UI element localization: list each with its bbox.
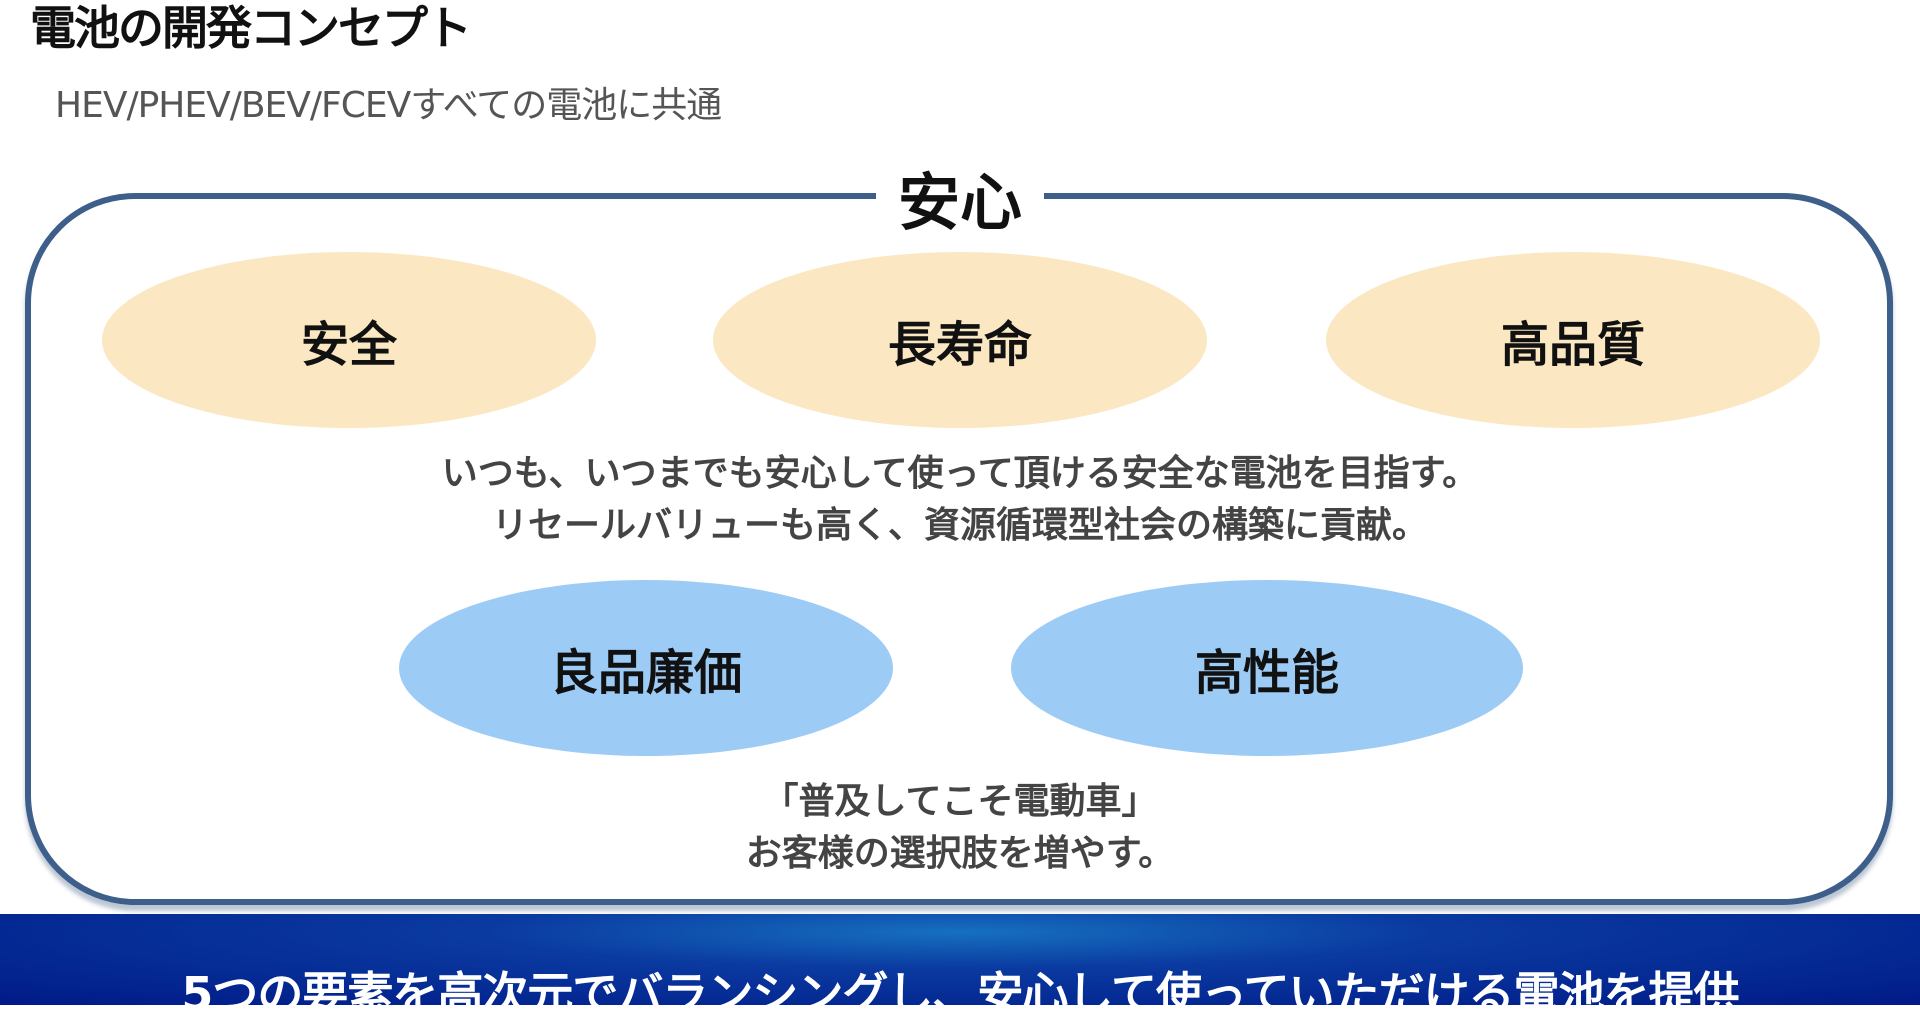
bottom-description-line: お客様の選択肢を増やす。 bbox=[745, 833, 1175, 874]
summary-banner-text: 5つの要素を高次元でバランシングし、安心して使っていただける電池を提供 bbox=[181, 967, 1739, 1021]
summary-banner: 5つの要素を高次元でバランシングし、安心して使っていただける電池を提供 bbox=[0, 914, 1920, 1021]
top-description-line: リセールバリューも高く、資源循環型社会の構築に貢献。 bbox=[491, 505, 1428, 546]
top-description-line: いつも、いつまでも安心して使って頂ける安全な電池を目指す。 bbox=[441, 453, 1479, 494]
page-title: 電池の開発コンセプト bbox=[30, 1, 472, 55]
top-description: いつも、いつまでも安心して使って頂ける安全な電池を目指す。 リセールバリューも高… bbox=[0, 448, 1920, 552]
ellipse-high-performance: 高性能 bbox=[1011, 580, 1523, 756]
ellipse-low-cost: 良品廉価 bbox=[399, 580, 893, 756]
bottom-description-line: 「普及してこそ電動車」 bbox=[762, 781, 1158, 822]
ellipse-high-quality: 高品質 bbox=[1326, 252, 1820, 428]
frame-label: 安心 bbox=[0, 152, 1920, 242]
bottom-description: 「普及してこそ電動車」 お客様の選択肢を増やす。 bbox=[0, 776, 1920, 880]
frame-label-text: 安心 bbox=[875, 166, 1044, 239]
page-subtitle: HEV/PHEV/BEV/FCEVすべての電池に共通 bbox=[55, 85, 722, 126]
ellipse-long-life: 長寿命 bbox=[713, 252, 1207, 428]
ellipse-safety: 安全 bbox=[102, 252, 596, 428]
